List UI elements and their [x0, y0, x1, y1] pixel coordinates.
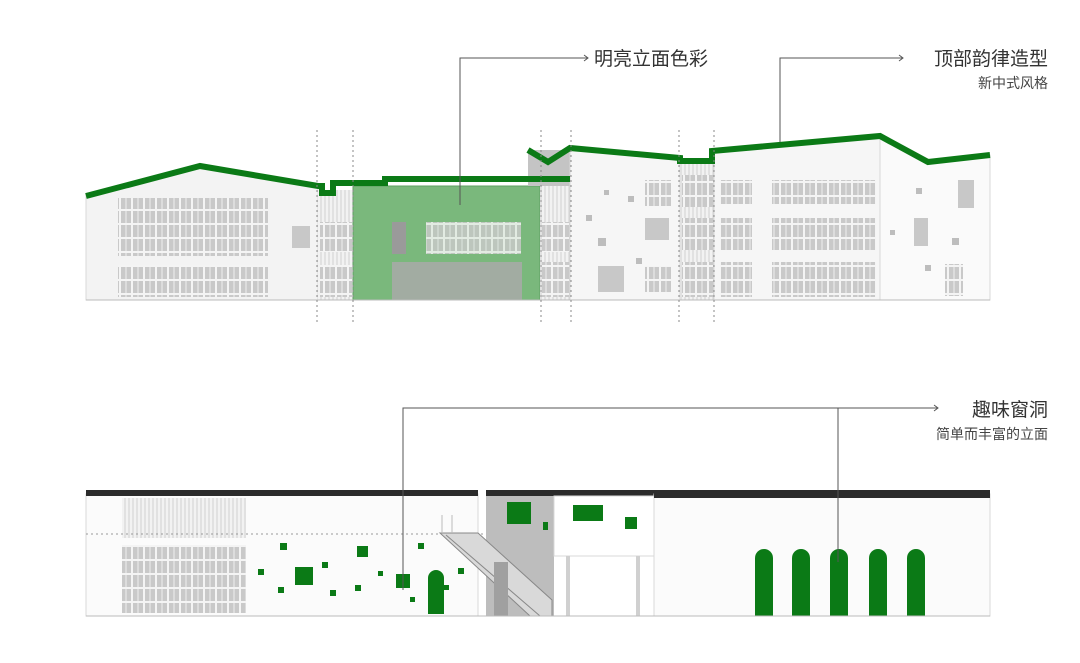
bottom-right-block: [653, 493, 991, 617]
arrow-right-icon: [583, 54, 939, 412]
left-small-window: [292, 226, 310, 248]
dotted-guides-top: [316, 130, 715, 322]
callout-title-1: 明亮立面色彩: [594, 48, 708, 70]
roof-band-middle: [486, 490, 654, 496]
green-roof-profile-right: [526, 132, 991, 166]
roof-band-left: [86, 490, 478, 496]
arched-windows: [755, 549, 925, 616]
top-elevation: [85, 130, 991, 322]
bottom-elevation: [85, 490, 991, 617]
roof-band-right: [654, 490, 990, 498]
callout-bright-colors: 明亮立面色彩: [594, 48, 708, 70]
green-roof-profile: [85, 162, 570, 199]
callout-leaders: [402, 57, 938, 590]
callout-title-2: 顶部韵律造型: [934, 48, 1048, 70]
callout-subtitle-2: 新中式风格: [978, 76, 1048, 92]
callout-subtitle-3: 简单而丰富的立面: [936, 426, 1048, 443]
left-upper-windows: [118, 198, 268, 256]
callout-title-3: 趣味窗洞: [972, 399, 1048, 421]
callout-playful-openings: 趣味窗洞 简单而丰富的立面: [936, 399, 1048, 443]
callout-rhythmic-roof: 顶部韵律造型 新中式风格: [934, 48, 1048, 92]
left-lower-windows: [118, 265, 268, 297]
